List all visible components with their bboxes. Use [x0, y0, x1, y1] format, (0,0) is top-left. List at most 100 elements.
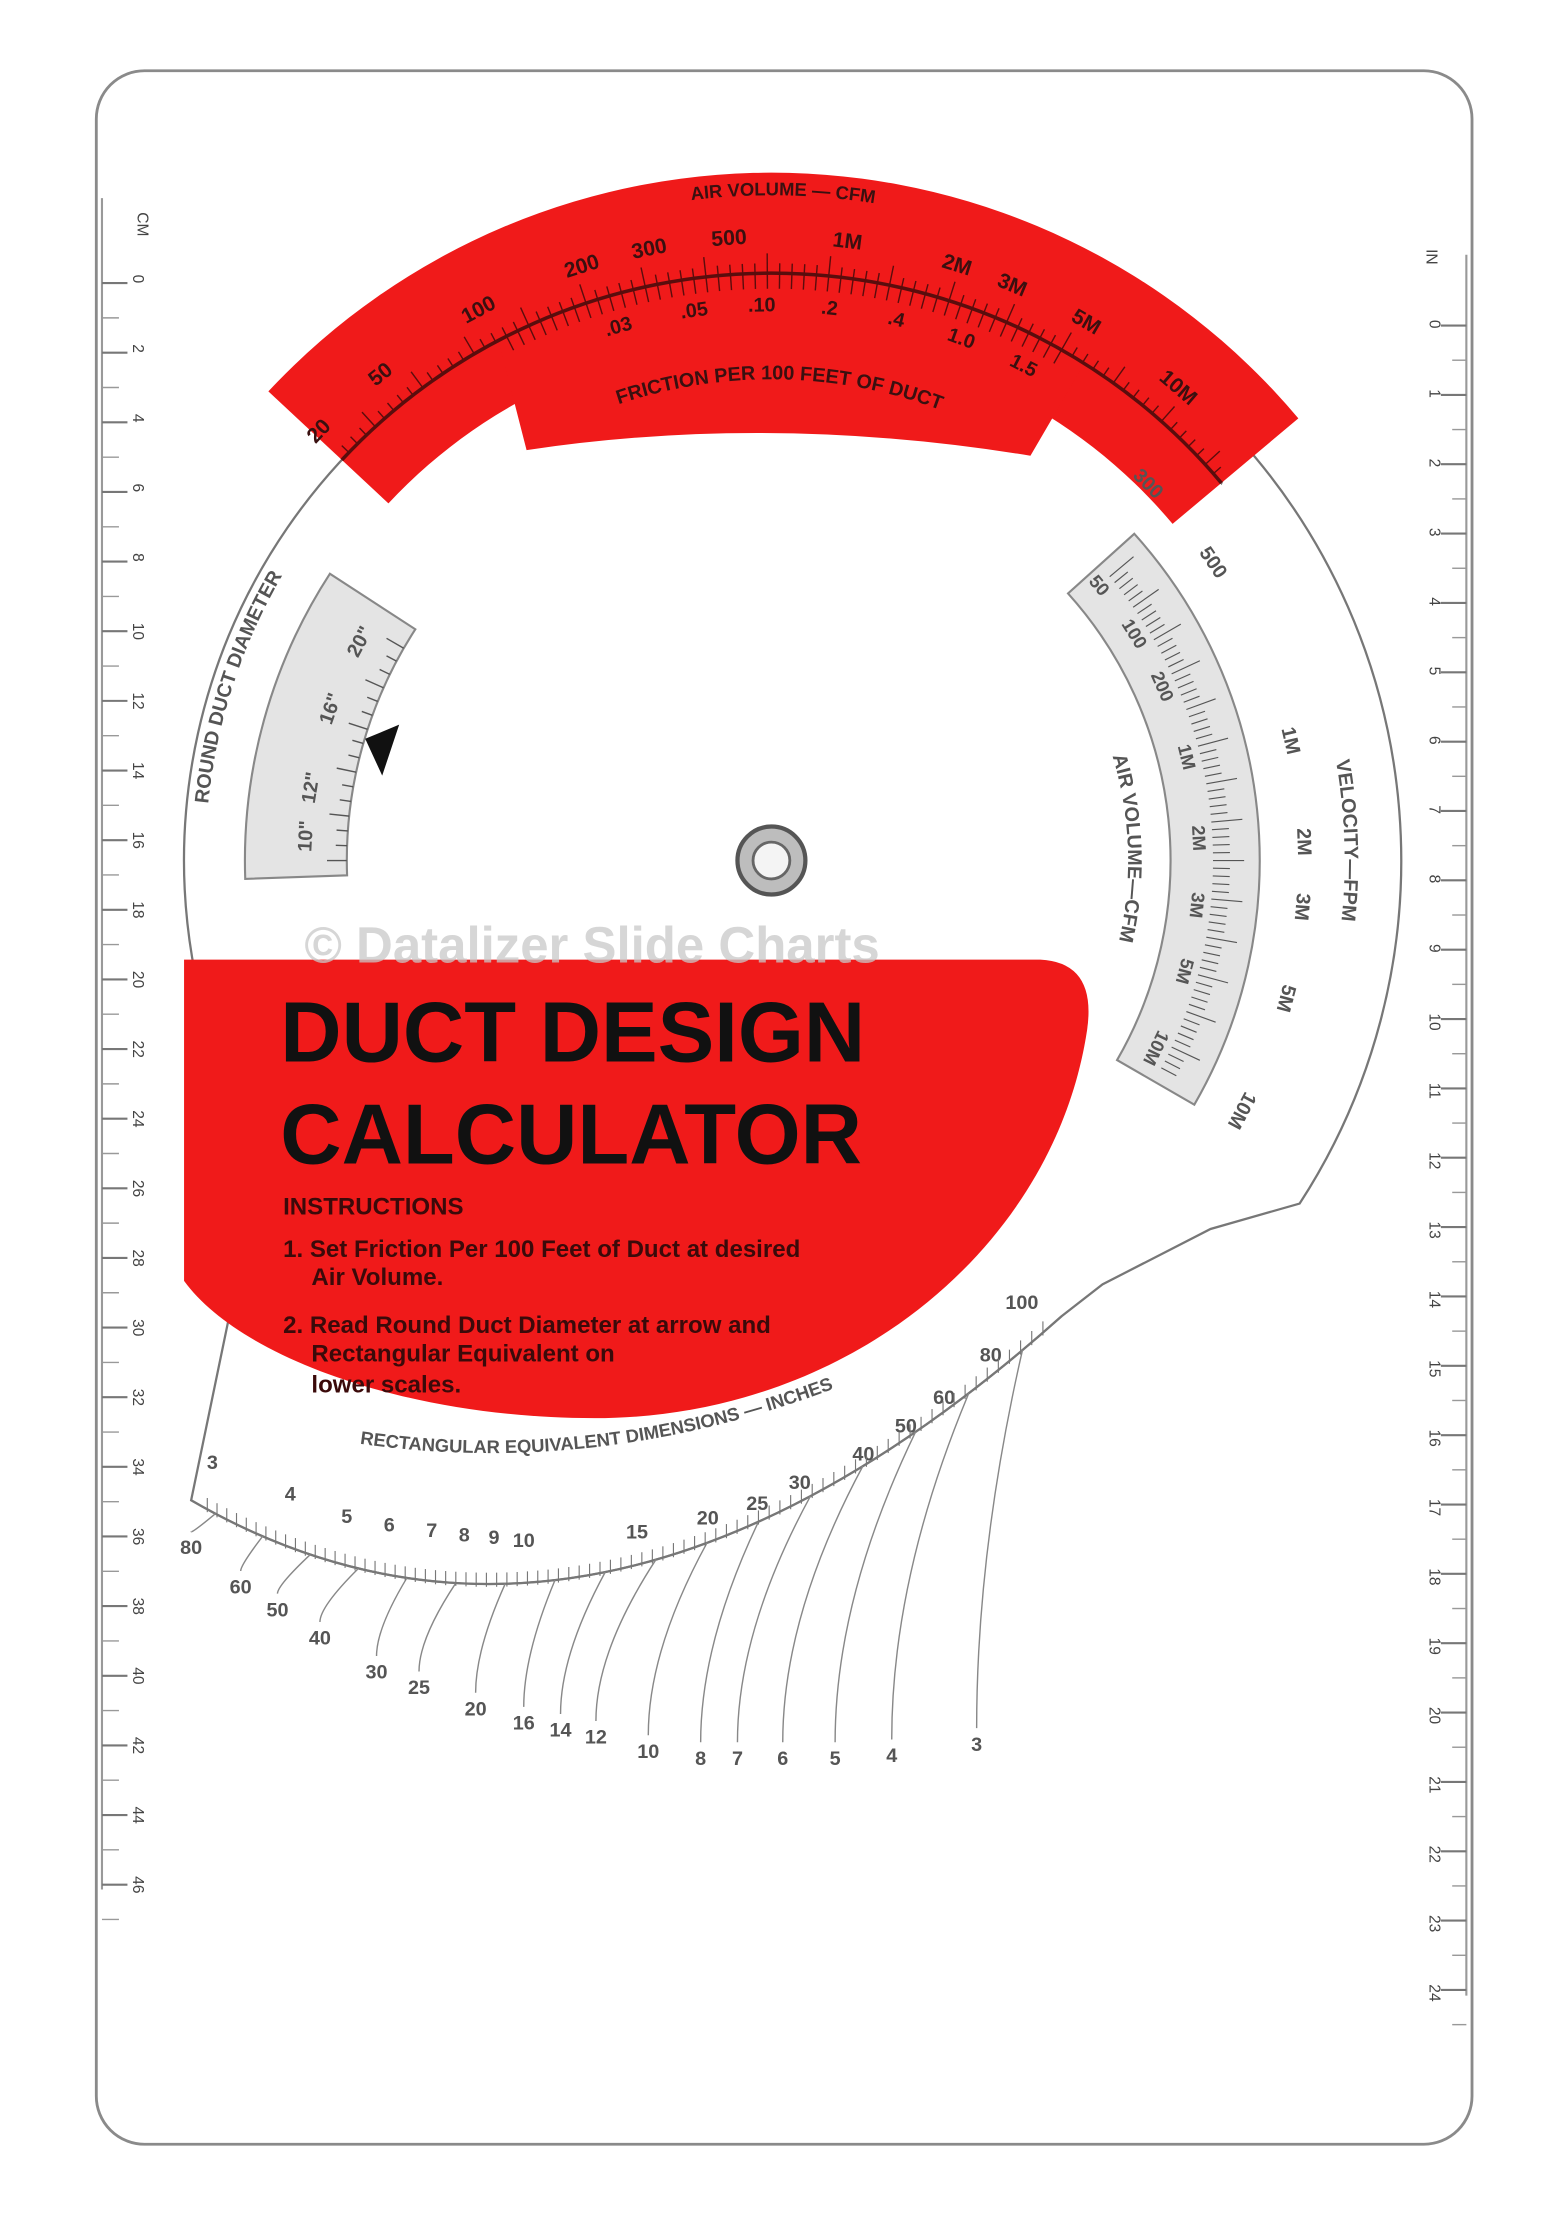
rect-leader-line — [190, 1513, 216, 1533]
velocity-tick — [1203, 764, 1221, 770]
ruler-label: 19 — [1426, 1638, 1443, 1655]
scale-tick — [618, 282, 623, 293]
ruler-label: 21 — [1426, 1776, 1443, 1793]
scale-tick — [1102, 367, 1110, 377]
round-duct-tick — [341, 784, 354, 788]
round-duct-tick — [365, 679, 384, 689]
scale-tick — [640, 267, 646, 288]
velocity-ticks — [1109, 556, 1245, 1077]
velocity-tick — [1212, 875, 1230, 878]
friction-tick — [1053, 349, 1063, 364]
right-ruler-inches: IN 0123456789101112131415161718192021222… — [1423, 249, 1468, 2026]
scale-tick — [570, 297, 576, 308]
friction-tick — [966, 308, 973, 324]
friction-tick — [920, 293, 927, 309]
friction-tick — [1021, 332, 1030, 347]
scale-tick — [350, 436, 359, 445]
velocity-tick — [1204, 772, 1222, 777]
friction-tick — [717, 275, 721, 292]
scale-tick — [828, 256, 832, 277]
velocity-tick — [1210, 906, 1228, 910]
rect-outer-label: 3 — [971, 1734, 982, 1756]
velocity-tick — [1153, 623, 1182, 641]
ruler-label: 2 — [1426, 459, 1443, 468]
rect-outer-label: 5 — [830, 1748, 841, 1770]
round-duct-tick — [336, 767, 357, 773]
velocity-tick — [1171, 1046, 1201, 1061]
velocity-tick — [1177, 1032, 1194, 1041]
rect-inner-label: 60 — [933, 1387, 955, 1409]
friction-tick — [632, 289, 638, 305]
velocity-tick — [1206, 936, 1238, 944]
friction-tick — [705, 276, 709, 293]
friction-label: .10 — [748, 294, 776, 316]
arrow-pointer-icon — [365, 724, 400, 776]
friction-tick — [608, 295, 615, 312]
friction-tick — [516, 330, 525, 346]
ruler-label: 0 — [1426, 320, 1443, 329]
ruler-label: 11 — [1426, 1083, 1443, 1099]
velocity-tick — [1186, 698, 1216, 711]
instructions-heading: INSTRUCTIONS — [283, 1193, 463, 1220]
ruler-label: 42 — [129, 1737, 146, 1754]
scale-tick — [1112, 366, 1126, 384]
friction-tick — [505, 335, 515, 351]
friction-tick — [897, 287, 903, 304]
velocity-tick — [1207, 788, 1225, 793]
friction-tick — [729, 274, 733, 291]
rect-inner-label: 7 — [426, 1520, 437, 1542]
scale-tick — [1178, 430, 1187, 439]
rect-inner-label: 4 — [285, 1483, 296, 1505]
ruler-label: 26 — [129, 1180, 146, 1197]
velocity-tick — [1119, 577, 1134, 590]
friction-label: .05 — [679, 298, 709, 324]
scale-tick — [377, 410, 386, 420]
velocity-tick — [1208, 796, 1226, 800]
velocity-tick — [1204, 944, 1222, 949]
ruler-label: 12 — [1426, 1152, 1443, 1169]
ruler-label: 9 — [1426, 944, 1443, 953]
velocity-tick — [1193, 989, 1211, 996]
scale-tick — [457, 351, 465, 361]
scale-tick — [426, 372, 434, 381]
scale-tick — [1142, 397, 1150, 406]
scale-tick — [1005, 303, 1016, 323]
velocity-tick — [1132, 588, 1159, 608]
ruler-label: 3 — [1426, 528, 1443, 537]
instruction-step-1: 1. Set Friction Per 100 Feet of Duct at … — [283, 1236, 800, 1263]
velocity-label: 2M — [1292, 828, 1315, 856]
velocity-tick — [1210, 812, 1228, 815]
friction-tick — [826, 275, 830, 292]
rect-leader-line — [647, 1542, 708, 1736]
velocity-tick — [1188, 710, 1206, 718]
friction-tick — [999, 322, 1008, 337]
ruler-label: 24 — [129, 1110, 146, 1128]
left-ruler-cm: CM 0246810121416182022242628303234363840… — [100, 198, 150, 1921]
ruler-label: 1 — [1426, 389, 1443, 398]
rect-inner-label: 15 — [626, 1521, 648, 1543]
friction-tick — [644, 286, 650, 303]
friction-tick — [977, 312, 985, 328]
scale-tick — [654, 274, 659, 285]
ruler-label: 5 — [1426, 667, 1443, 676]
velocity-tick — [1191, 996, 1208, 1003]
velocity-tick — [1207, 929, 1225, 933]
velocity-tick — [1164, 1060, 1181, 1070]
round-duct-window — [243, 572, 417, 880]
scale-tick — [971, 299, 977, 309]
scale-tick — [519, 307, 530, 326]
velocity-tick — [1141, 610, 1157, 621]
friction-tick — [873, 282, 879, 299]
scale-tick — [703, 257, 707, 277]
rect-leader-line — [559, 1571, 606, 1714]
velocity-tick — [1109, 556, 1134, 578]
scale-tick — [547, 306, 553, 317]
velocity-tick — [1212, 835, 1230, 838]
air-volume-ticks — [341, 253, 1222, 475]
velocity-tick — [1208, 921, 1226, 925]
velocity-tick — [1211, 890, 1229, 894]
velocity-tick — [1168, 658, 1184, 668]
scale-tick — [716, 265, 719, 276]
scale-tick — [912, 280, 917, 291]
